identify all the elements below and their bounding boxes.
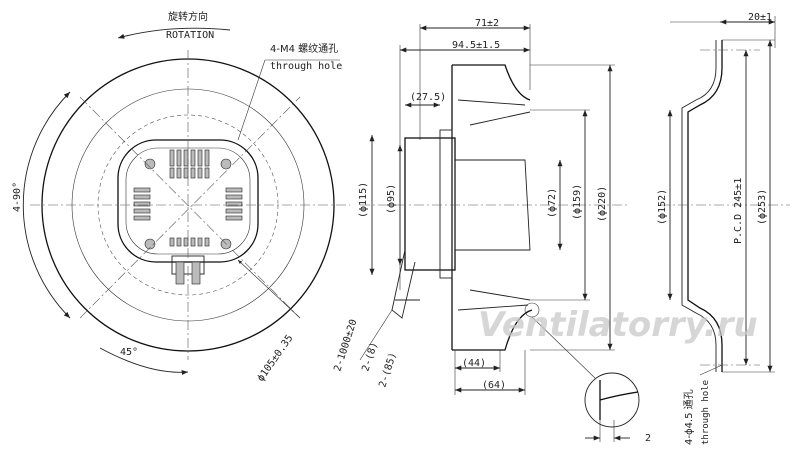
dim-95-label: (ϕ95)	[386, 184, 397, 214]
cable-strip-label: 2-(8)	[360, 341, 380, 373]
front-view: 旋转方向 ROTATION 4-M4 螺纹通孔 through hole	[12, 10, 350, 384]
angle-45-label: 45°	[120, 347, 138, 358]
ring-hole-label-cn: 4-ϕ4.5 通孔	[683, 389, 695, 445]
dim-20-label: 20±1	[748, 12, 772, 23]
vent-slots-top	[169, 149, 210, 179]
dim-64-label: (64)	[482, 380, 506, 391]
dim-159-label: (ϕ159)	[572, 184, 583, 220]
dim-44-label: (44)	[462, 358, 486, 369]
ring-view: 20±1 (ϕ152) P.C.D 245±1 (ϕ253) 4-ϕ4.5 通孔…	[657, 12, 790, 445]
impeller-profile-bottom	[451, 290, 533, 351]
dim-94-label: 94.5±1.5	[452, 40, 500, 51]
dim-253-label: (ϕ253)	[757, 189, 768, 225]
impeller-profile-top	[451, 64, 531, 290]
dim-115-label: (ϕ115)	[358, 182, 369, 218]
inlet-ring-profile	[687, 40, 723, 372]
angle-4x90-label: 4-90°	[12, 182, 23, 212]
cable-length-label: 2-1000±20	[332, 318, 359, 373]
cable-lead-label: 2-(85)	[377, 351, 399, 389]
mount-hole-label-en: through hole	[270, 61, 342, 72]
side-view: 71±2 94.5±1.5 (27.5) (ϕ115) (ϕ95) (ϕ72) …	[332, 18, 651, 444]
rotation-label-cn: 旋转方向	[168, 10, 208, 23]
vent-slots-sides	[133, 187, 243, 221]
rotation-label-en: ROTATION	[166, 30, 214, 41]
cable-exit	[391, 249, 416, 319]
ring-hole-label-en: through hole	[701, 380, 711, 445]
bolt-circle-leader	[237, 259, 301, 319]
dim-71-label: 71±2	[475, 18, 499, 29]
mount-hole-label-cn: 4-M4 螺纹通孔	[270, 42, 338, 55]
detail-circle	[584, 372, 640, 428]
dim-220-label: (ϕ220)	[597, 186, 608, 222]
bolt-circle-label: ϕ105±0.35	[255, 333, 295, 384]
dim-27-label: (27.5)	[410, 92, 446, 103]
dim-72-label: (ϕ72)	[547, 188, 558, 218]
detail-dim-label: 2	[645, 433, 651, 444]
rotation-arrow	[117, 27, 231, 39]
rotor-housing	[454, 159, 531, 251]
vent-slots-bottom	[169, 237, 210, 247]
watermark: Ventilatorry.ru	[478, 305, 758, 345]
angle-4x90-arc	[22, 91, 71, 319]
pcd-label: P.C.D 245±1	[733, 178, 744, 244]
angle-45-arc	[99, 347, 189, 376]
motor-body	[404, 137, 456, 271]
motor-flange	[439, 129, 453, 279]
dim-152-label: (ϕ152)	[657, 189, 668, 225]
